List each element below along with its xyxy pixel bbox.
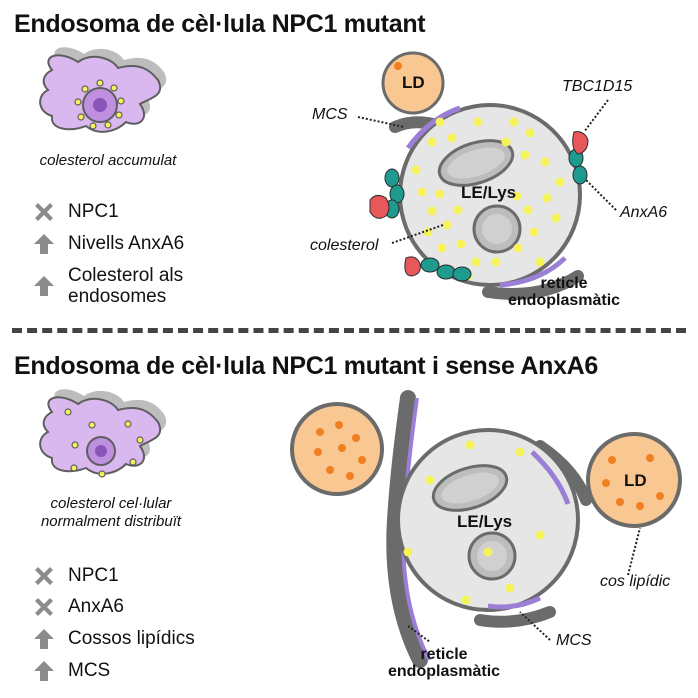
up-arrow-icon — [34, 276, 54, 296]
bottom-lipid-body-label: cos lipídic — [600, 573, 671, 590]
section-divider — [12, 328, 686, 333]
bottom-item-npc1: NPC1 — [34, 565, 119, 588]
mcs-contact — [405, 105, 461, 150]
top-er-label: reticle endoplasmàtic — [508, 275, 621, 309]
top-endosome-label: LE/Lys — [461, 183, 517, 202]
up-arrow-icon — [34, 234, 54, 254]
bottom-item-lipid-bodies: Cossos lipídics — [34, 628, 195, 651]
er-tube — [386, 390, 428, 668]
top-list-icons — [34, 203, 54, 296]
item-label: MCS — [68, 660, 111, 681]
bottom-endosome-label: LE/Lys — [457, 512, 513, 531]
top-item-npc1: NPC1 — [34, 201, 119, 224]
lipid-dots — [602, 454, 664, 510]
bottom-er-label: reticle endoplasmàtic — [388, 646, 501, 680]
er-segment — [482, 270, 584, 300]
bottom-cell-caption: colesterol cel·lular normalment distribu… — [40, 495, 182, 530]
bottom-item-mcs: MCS — [34, 660, 110, 683]
mcs-contact — [487, 595, 542, 610]
top-tbc1d15-label: TBC1D15 — [562, 78, 633, 95]
leader-lines — [357, 99, 617, 244]
top-cholesterol-label: colesterol — [310, 237, 379, 254]
er-segment — [474, 606, 556, 628]
bottom-ld-label: LD — [624, 471, 647, 490]
cholesterol-dots — [403, 440, 545, 605]
top-item-anxa6: Nivells AnxA6 — [34, 233, 184, 256]
item-label: Nivells AnxA6 — [68, 233, 185, 254]
mcs-contact — [530, 450, 571, 505]
bottom-item-anxa6: AnxA6 — [34, 596, 124, 619]
item-label: NPC1 — [68, 565, 119, 586]
leader-lines — [407, 527, 641, 643]
top-cell-caption: colesterol accumulat — [39, 152, 177, 169]
x-icon — [35, 567, 53, 585]
x-icon — [35, 598, 53, 616]
top-endosome-diagram — [357, 51, 617, 300]
top-ld-label: LD — [402, 73, 425, 92]
bottom-list-icons — [34, 567, 54, 681]
lipid-dots — [314, 421, 366, 480]
cholesterol-dots — [64, 408, 144, 478]
bottom-cell-illustration — [39, 389, 167, 478]
top-section-title: Endosoma de cèl·lula NPC1 mutant — [14, 10, 426, 38]
bottom-endosome-diagram — [290, 390, 682, 668]
up-arrow-icon — [34, 629, 54, 649]
top-anxa6-label: AnxA6 — [620, 204, 668, 221]
item-label: NPC1 — [68, 201, 119, 222]
top-item-cholesterol: Colesterol als endosomes — [34, 265, 183, 307]
bottom-mcs-label: MCS — [556, 632, 592, 649]
cholesterol-dots — [411, 117, 565, 281]
item-label: Cossos lipídics — [68, 628, 195, 649]
mcs-contact — [499, 256, 567, 288]
cholesterol-dots — [74, 79, 125, 130]
top-cell-illustration — [39, 47, 167, 133]
lipid-droplet — [290, 402, 384, 496]
tbc1d15-protein — [369, 131, 589, 277]
item-label: AnxA6 — [68, 596, 124, 617]
top-mcs-label: MCS — [312, 106, 348, 123]
late-endosome — [396, 428, 580, 612]
item-label: Colesterol als endosomes — [68, 265, 184, 307]
up-arrow-icon — [34, 661, 54, 681]
bottom-section-title: Endosoma de cèl·lula NPC1 mutant i sense… — [14, 352, 599, 380]
x-icon — [35, 203, 53, 221]
